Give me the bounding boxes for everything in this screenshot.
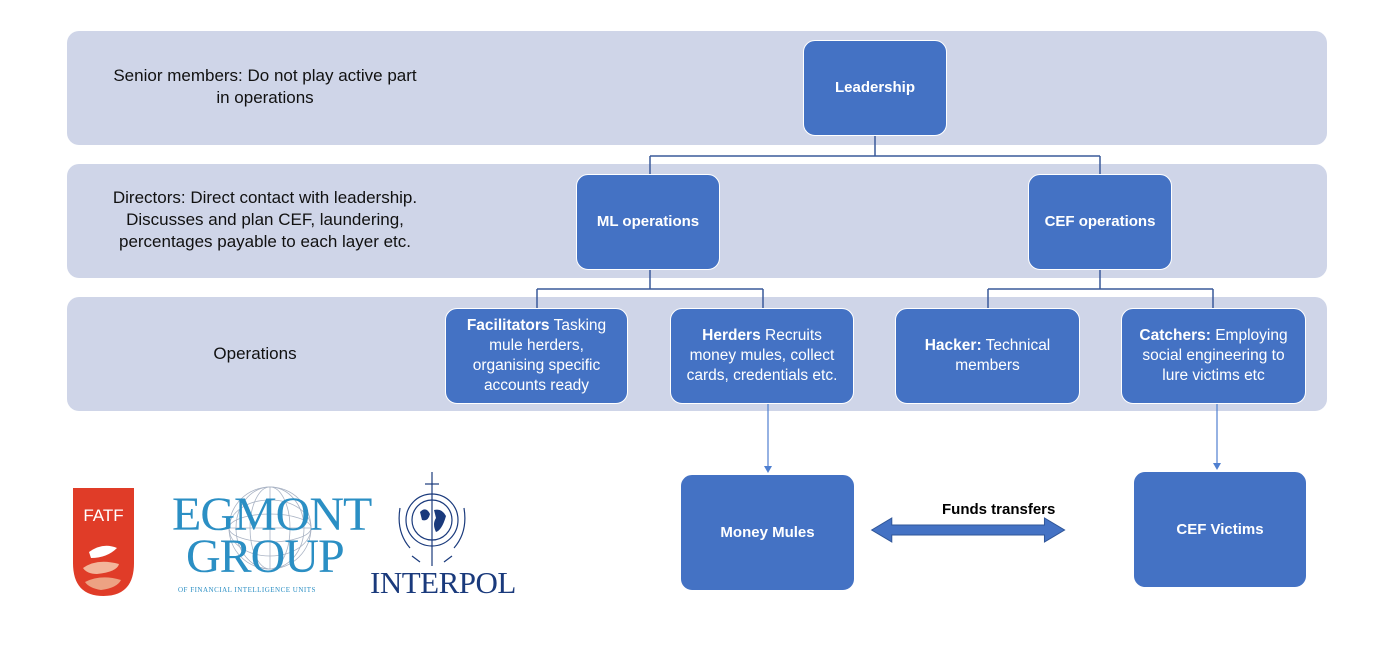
band-label-line: Senior members: Do not play active part (113, 66, 417, 85)
node-facilitators[interactable]: Facilitators Tasking mule herders, organ… (445, 308, 628, 404)
interpol-logo: INTERPOL (370, 470, 516, 600)
egmont-group-logo: EGMONT GROUP OF FINANCIAL INTELLIGENCE U… (170, 486, 372, 598)
egmont-logo-subtitle: OF FINANCIAL INTELLIGENCE UNITS (178, 586, 316, 594)
node-hacker[interactable]: Hacker: Technical members (895, 308, 1080, 404)
node-content: Catchers: Employing social engineering t… (1128, 326, 1299, 386)
band-label-line: Discusses and plan CEF, laundering, (126, 210, 404, 229)
node-role: Hacker: (924, 337, 982, 354)
node-herders[interactable]: Herders Recruits money mules, collect ca… (670, 308, 854, 404)
egmont-logo-line1: EGMONT (172, 488, 372, 541)
node-title: Leadership (834, 79, 916, 96)
node-role: Facilitators (466, 317, 550, 334)
fatf-logo: FATF (73, 488, 134, 596)
band-label-line: Operations (213, 344, 297, 363)
node-leadership[interactable]: Leadership (803, 40, 947, 136)
node-catchers[interactable]: Catchers: Employing social engineering t… (1121, 308, 1306, 404)
fatf-logo-text: FATF (83, 506, 124, 525)
fatf-shield-icon (73, 488, 134, 596)
node-cef-operations[interactable]: CEF operations (1028, 174, 1172, 270)
node-role: Herders (702, 327, 761, 344)
interpol-emblem-icon (398, 472, 466, 566)
band-label-line: Directors: Direct contact with leadershi… (112, 188, 418, 207)
node-description: Recruits money mules, collect cards, cre… (686, 327, 838, 384)
arrowhead-mules-icon (764, 466, 772, 473)
funds-transfer-label: Funds transfers (942, 501, 1056, 518)
double-arrow-funds-transfer-icon (870, 517, 1066, 543)
band-label-line: in operations (216, 88, 314, 107)
band-label-directors: Directors: Direct contact with leadershi… (80, 187, 450, 253)
node-money-mules[interactable]: Money Mules (680, 474, 855, 591)
node-content: Hacker: Technical members (902, 336, 1073, 376)
node-role: Catchers: (1139, 327, 1211, 344)
node-ml-operations[interactable]: ML operations (576, 174, 720, 270)
node-description: Tasking mule herders, organising specifi… (472, 317, 607, 394)
node-description: Technical members (955, 337, 1051, 374)
node-content: Facilitators Tasking mule herders, organ… (452, 316, 621, 396)
band-senior-members (67, 31, 1327, 145)
node-title: CEF operations (1044, 213, 1156, 230)
node-title: Money Mules (720, 523, 815, 541)
band-label-operations: Operations (165, 343, 345, 365)
node-title: ML operations (596, 213, 700, 230)
node-title: CEF Victims (1176, 520, 1264, 538)
node-content: Herders Recruits money mules, collect ca… (677, 326, 847, 386)
arrowhead-victims-icon (1213, 463, 1221, 470)
node-cef-victims[interactable]: CEF Victims (1133, 471, 1307, 588)
band-label-line: percentages payable to each layer etc. (118, 232, 412, 251)
globe-icon (228, 486, 312, 570)
band-label-senior: Senior members: Do not play active part … (85, 65, 445, 109)
interpol-logo-text: INTERPOL (370, 565, 516, 600)
node-description: Employing social engineering to lure vic… (1142, 327, 1288, 384)
egmont-logo-line2: GROUP (186, 530, 345, 583)
